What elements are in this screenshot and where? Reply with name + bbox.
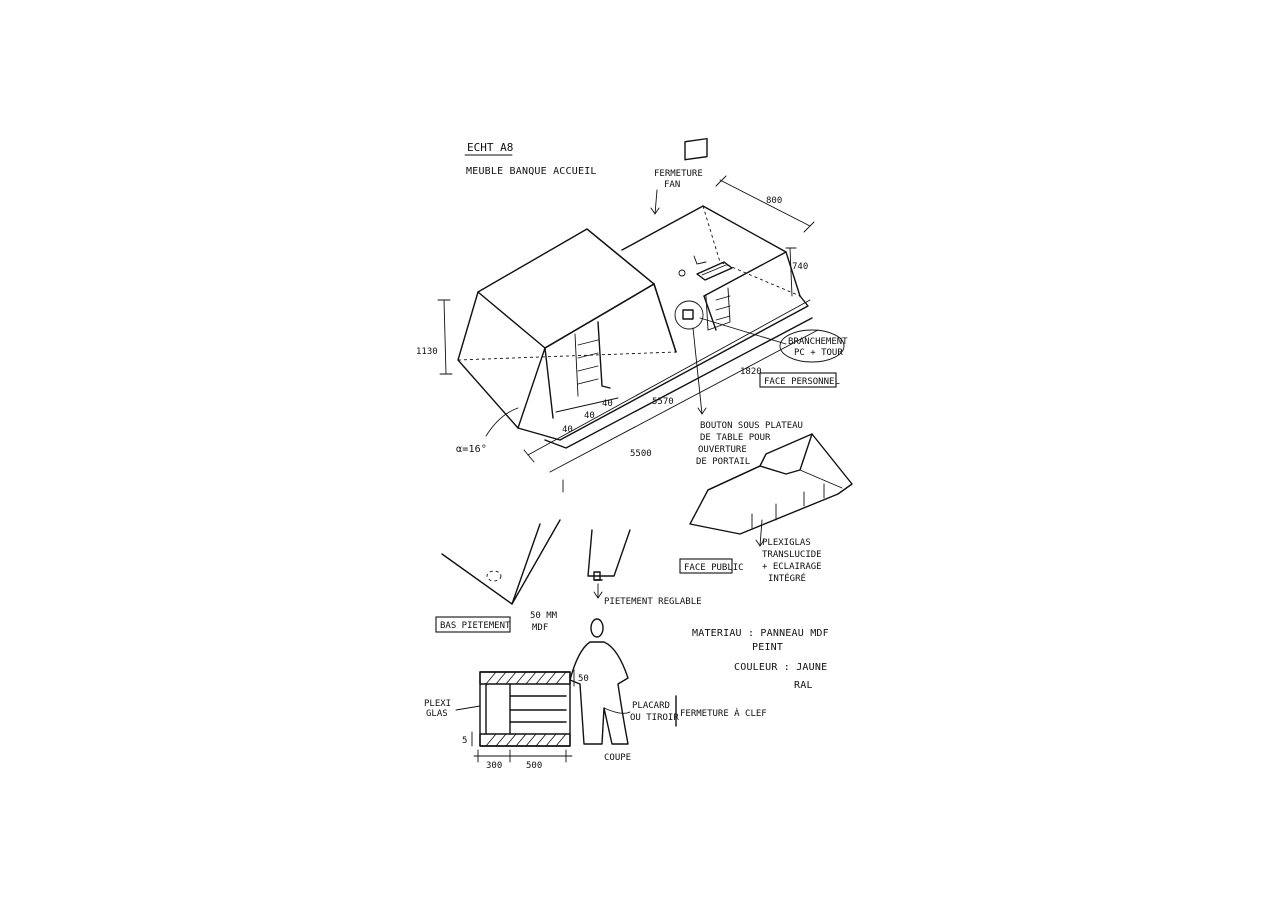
- label-fermeture-1: FERMETURE: [654, 169, 703, 179]
- bouton-line3: OUVERTURE: [698, 445, 747, 455]
- dim-5570: 5570: [652, 397, 674, 407]
- placard-line2: OU TIROIR: [630, 713, 679, 723]
- dim-1130: 1130: [416, 347, 438, 357]
- branchement-line2: PC + TOUR: [794, 348, 843, 358]
- dim-40-b: 40: [584, 411, 595, 421]
- mdf-line2: MDF: [532, 623, 548, 633]
- label-fermeture-cle: FERMETURE À CLEF: [680, 707, 767, 719]
- plexi-line1: PLEXIGLAS: [762, 538, 811, 548]
- angle-label: α=16°: [456, 444, 487, 455]
- label-fermeture-2: FAN: [664, 180, 680, 190]
- mdf-line1: 50 MM: [530, 611, 558, 621]
- branchement-callout: BRANCHEMENT PC + TOUR: [779, 329, 848, 363]
- dim-5: 5: [462, 736, 467, 746]
- public-face-view: [689, 433, 853, 547]
- dim-40-c: 40: [602, 399, 613, 409]
- base-detail: [441, 519, 631, 605]
- plexi-glas-line2: GLAS: [426, 709, 448, 719]
- dim-1820: 1820: [740, 367, 762, 377]
- plexi-line4: INTÉGRÉ: [768, 572, 806, 584]
- bouton-line4: DE PORTAIL: [696, 457, 750, 467]
- dim-800: 800: [766, 196, 782, 206]
- label-face-personnel: FACE PERSONNEL: [764, 377, 840, 387]
- dim-50: 50: [578, 674, 589, 684]
- materiau-line1: MATERIAU : PANNEAU MDF: [692, 628, 829, 639]
- header: ECHT A8 MEUBLE BANQUE ACCUEIL: [464, 141, 597, 177]
- bouton-line1: BOUTON SOUS PLATEAU: [700, 421, 803, 431]
- couleur-line1: COULEUR : JAUNE: [734, 662, 827, 673]
- dim-500: 500: [526, 761, 542, 771]
- plexi-glas-line1: PLEXI: [424, 699, 451, 709]
- section-drawing: [455, 618, 677, 763]
- materiau-line2: PEINT: [752, 642, 783, 653]
- label-face-public: FACE PUBLIC: [684, 563, 744, 573]
- couleur-line2: RAL: [794, 680, 813, 691]
- label-coupe: COUPE: [604, 753, 631, 763]
- sheet-title: ECHT A8: [467, 141, 513, 154]
- plexi-line2: TRANSLUCIDE: [762, 550, 822, 560]
- label-bas-pietement: BAS PIETEMENT: [440, 621, 511, 631]
- dim-40-a: 40: [562, 425, 573, 435]
- dim-5500: 5500: [630, 449, 652, 459]
- branchement-line1: BRANCHEMENT: [788, 337, 848, 347]
- dim-300: 300: [486, 761, 502, 771]
- label-pietement-reglable: PIETEMENT REGLABLE: [604, 597, 702, 607]
- sheet-subtitle: MEUBLE BANQUE ACCUEIL: [466, 166, 597, 177]
- placard-line1: PLACARD: [632, 701, 670, 711]
- main-desk-drawing: [437, 137, 819, 493]
- plexi-line3: + ECLAIRAGE: [762, 562, 822, 572]
- bouton-line2: DE TABLE POUR: [700, 433, 771, 443]
- dim-740: 740: [792, 262, 808, 272]
